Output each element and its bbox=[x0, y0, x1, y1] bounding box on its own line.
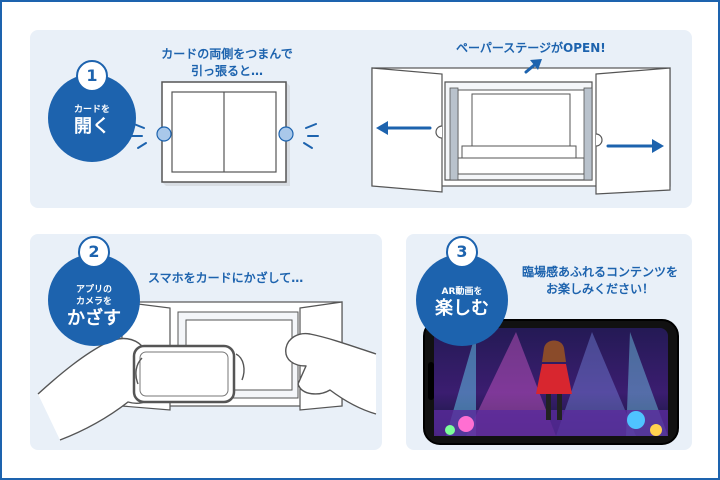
stage-open-label: ペーパーステージがOPEN! bbox=[456, 41, 606, 55]
step1-number: 1 bbox=[76, 60, 108, 92]
step3-panel: AR動画を 楽しむ 3 臨場感あふれるコンテンツを お楽しみください！ bbox=[406, 234, 692, 450]
step2-badge: アプリの カメラを かざす bbox=[48, 254, 140, 346]
step2-instruction: スマホをカードにかざして… bbox=[148, 271, 304, 285]
arrow-right-icon bbox=[606, 139, 664, 153]
step3-instruction: 臨場感あふれるコンテンツを お楽しみください！ bbox=[512, 264, 688, 298]
step2-illustration bbox=[37, 301, 377, 441]
step3-instruction-line2: お楽しみください！ bbox=[545, 282, 654, 296]
step3-illustration bbox=[423, 319, 679, 445]
arrow-up-icon bbox=[524, 59, 542, 74]
step3-instruction-line1: 臨場感あふれるコンテンツを bbox=[521, 265, 678, 279]
ar-concert-scene bbox=[434, 332, 668, 436]
step3-number: 3 bbox=[446, 236, 478, 268]
step3-caption-big: 楽しむ bbox=[435, 298, 489, 319]
step1-instruction-line1: カードの両側をつまんで bbox=[161, 47, 293, 61]
pinch-left-icon bbox=[131, 123, 172, 149]
arrow-left-icon bbox=[376, 121, 432, 135]
step2-caption-small-line1: アプリの bbox=[75, 285, 112, 295]
step1-instruction: カードの両側をつまんで 引っ張ると… bbox=[152, 46, 302, 80]
step1-panel: カードを 開く 1 カードの両側をつまんで 引っ張ると… bbox=[30, 30, 692, 208]
closed-card bbox=[161, 81, 290, 186]
step2-panel: アプリの カメラを かざす 2 スマホをカードにかざして… bbox=[30, 234, 382, 450]
step3-caption-small: AR動画を bbox=[441, 287, 483, 297]
step1-caption-big: 開く bbox=[74, 116, 110, 137]
step1-caption-small: カードを bbox=[73, 105, 110, 115]
step1-instruction-line2: 引っ張ると… bbox=[190, 64, 263, 78]
smartphone-icon bbox=[132, 344, 236, 404]
open-stage bbox=[371, 67, 671, 195]
pinch-right-icon bbox=[278, 123, 319, 149]
step2-caption-big: かざす bbox=[67, 308, 121, 329]
step2-number: 2 bbox=[78, 236, 110, 268]
step1-illustration bbox=[131, 59, 671, 195]
step3-badge: AR動画を 楽しむ bbox=[416, 254, 508, 346]
step2-caption-small-line2: カメラを bbox=[75, 297, 112, 307]
